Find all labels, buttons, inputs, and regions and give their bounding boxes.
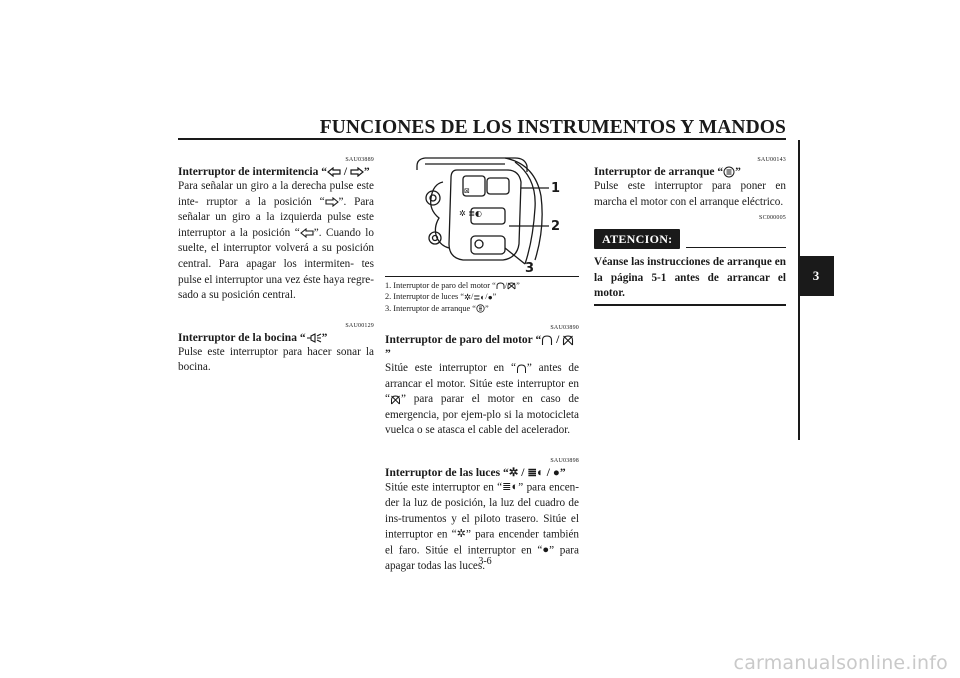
- turn-signal-text: Para señalar un giro a la derecha pulse …: [178, 179, 374, 304]
- svg-text:⊠: ⊠: [464, 187, 470, 195]
- caption-line: 1. Interruptor de paro del motor “/”: [385, 281, 520, 290]
- run-icon: [516, 364, 527, 374]
- caution-rule: [686, 246, 786, 249]
- slash: /: [340, 166, 350, 178]
- run-icon: [541, 335, 553, 346]
- stop-icon: [390, 395, 401, 405]
- text-line: “: [294, 226, 300, 239]
- heading-text: ”: [559, 467, 566, 480]
- turn-right-icon: [324, 197, 339, 208]
- slash: /: [553, 334, 563, 347]
- position-light-icon: ≣◐: [502, 481, 519, 494]
- headlight-icon: ✲: [464, 292, 471, 302]
- horn-heading: Interruptor de la bocina “ ”: [178, 331, 374, 345]
- heading-text: Interruptor de la bocina “: [178, 331, 306, 344]
- heading-text: Interruptor de intermitencia “: [178, 166, 327, 178]
- caution-box: ATENCION:: [594, 229, 786, 250]
- heading-text: ”: [735, 166, 741, 178]
- section-code: SAU03889: [345, 157, 374, 163]
- horn-icon: [306, 332, 322, 343]
- page-number: 3-6: [478, 556, 492, 567]
- svg-text:✲ ≣◐: ✲ ≣◐: [459, 209, 482, 218]
- callout-2: 2: [551, 219, 560, 234]
- position-light-icon: ≣◐: [473, 292, 486, 302]
- figure-caption: 1. Interruptor de paro del motor “/” 2. …: [385, 280, 579, 314]
- handlebar-switch-illustration: ⊠ ✲ ≣◐ 1 2 3: [385, 148, 579, 274]
- text-line: tes pulse el interruptor una vez éste ha…: [178, 257, 374, 286]
- caption-line: 3. Interruptor de arranque “”: [385, 303, 489, 314]
- lights-heading: Interruptor de las luces “ ✲ / ≣◐ / ● ”: [385, 466, 579, 480]
- heading-text: Interruptor de las luces “: [385, 467, 509, 480]
- slash: /: [518, 467, 528, 480]
- turn-left-icon: [326, 167, 341, 177]
- section-code: SC000005: [759, 215, 786, 222]
- section-code: SAU03890: [550, 325, 579, 332]
- caution-end-rule: [594, 304, 786, 306]
- turn-right-icon: [350, 167, 364, 177]
- text-line: ”. Para señalar un giro: [178, 195, 374, 224]
- off-dot-icon: ●: [542, 544, 550, 557]
- starter-icon: [723, 166, 735, 178]
- slash: /: [543, 467, 553, 480]
- turn-left-icon: [299, 228, 314, 239]
- section-code: SAU03898: [550, 458, 579, 465]
- text-line: sado a su posición central.: [178, 289, 296, 302]
- section-code: SAU00129: [345, 322, 374, 329]
- switch-drawing: ⊠ ✲ ≣◐ 1 2 3: [416, 157, 560, 274]
- headlight-icon: ✲: [456, 528, 466, 541]
- chapter-tab: 3: [798, 256, 834, 296]
- section-code: SAU00143: [757, 157, 786, 163]
- horn-text: Pulse este interruptor para hacer sonar …: [178, 345, 374, 374]
- engine-stop-heading: Interruptor de paro del motor “ / ”: [385, 333, 579, 361]
- position-light-icon: ≣◐: [527, 467, 544, 480]
- caution-text: Véanse las instrucciones de arranque en …: [594, 256, 786, 299]
- start-switch-heading: Interruptor de arranque “ ”: [594, 165, 786, 179]
- turn-signal-heading: Interruptor de intermitencia “ / ”: [178, 165, 374, 179]
- callout-3: 3: [525, 261, 534, 274]
- caution-label: ATENCION:: [594, 229, 681, 250]
- right-column: SAU00143 Interruptor de arranque “ ” Pul…: [594, 150, 786, 306]
- header-rule: [178, 138, 786, 140]
- off-dot-icon: ●: [552, 467, 560, 480]
- heading-text: ”: [321, 331, 328, 344]
- off-dot-icon: ●: [487, 292, 493, 302]
- text-line: rruptor a la posición “: [206, 195, 325, 208]
- text-line: a su posición central. Para apagar los i…: [178, 242, 375, 270]
- heading-text: Interruptor de arranque “: [594, 166, 724, 178]
- left-column: SAU03889 Interruptor de intermitencia “ …: [178, 150, 374, 376]
- run-icon: [496, 282, 505, 290]
- headlight-icon: ✲: [508, 467, 519, 480]
- figure-rule: [385, 276, 579, 277]
- text-line: ”. Cuando lo suelte, el interruptor volv…: [178, 226, 375, 255]
- caption-line: 2. Interruptor de luces “✲/≣◐/●”: [385, 292, 497, 302]
- watermark[interactable]: carmanualsonline.info: [733, 652, 948, 674]
- page-title: FUNCIONES DE LOS INSTRUMENTOS Y MANDOS: [319, 117, 786, 138]
- callout-1: 1: [551, 181, 560, 196]
- middle-column: ⊠ ✲ ≣◐ 1 2 3 1. Interruptor de paro del …: [385, 150, 579, 575]
- lights-text: Sitúe este interruptor en “≣◐” para ence…: [385, 481, 579, 573]
- text-line: a la izquierda pulse este interruptor a …: [178, 211, 374, 239]
- heading-text: ”: [385, 348, 391, 361]
- text-line: Para señalar un giro a la derecha pulse …: [178, 180, 374, 208]
- heading-text: ”: [363, 166, 370, 178]
- starter-icon: [476, 304, 485, 314]
- stop-icon: [507, 282, 516, 290]
- start-switch-text: Pulse este interruptor para poner en mar…: [594, 180, 786, 208]
- heading-text: Interruptor de paro del motor “: [385, 334, 542, 347]
- engine-stop-text: Sitúe este interruptor en “” antes de ar…: [385, 362, 579, 437]
- stop-icon: [562, 335, 574, 346]
